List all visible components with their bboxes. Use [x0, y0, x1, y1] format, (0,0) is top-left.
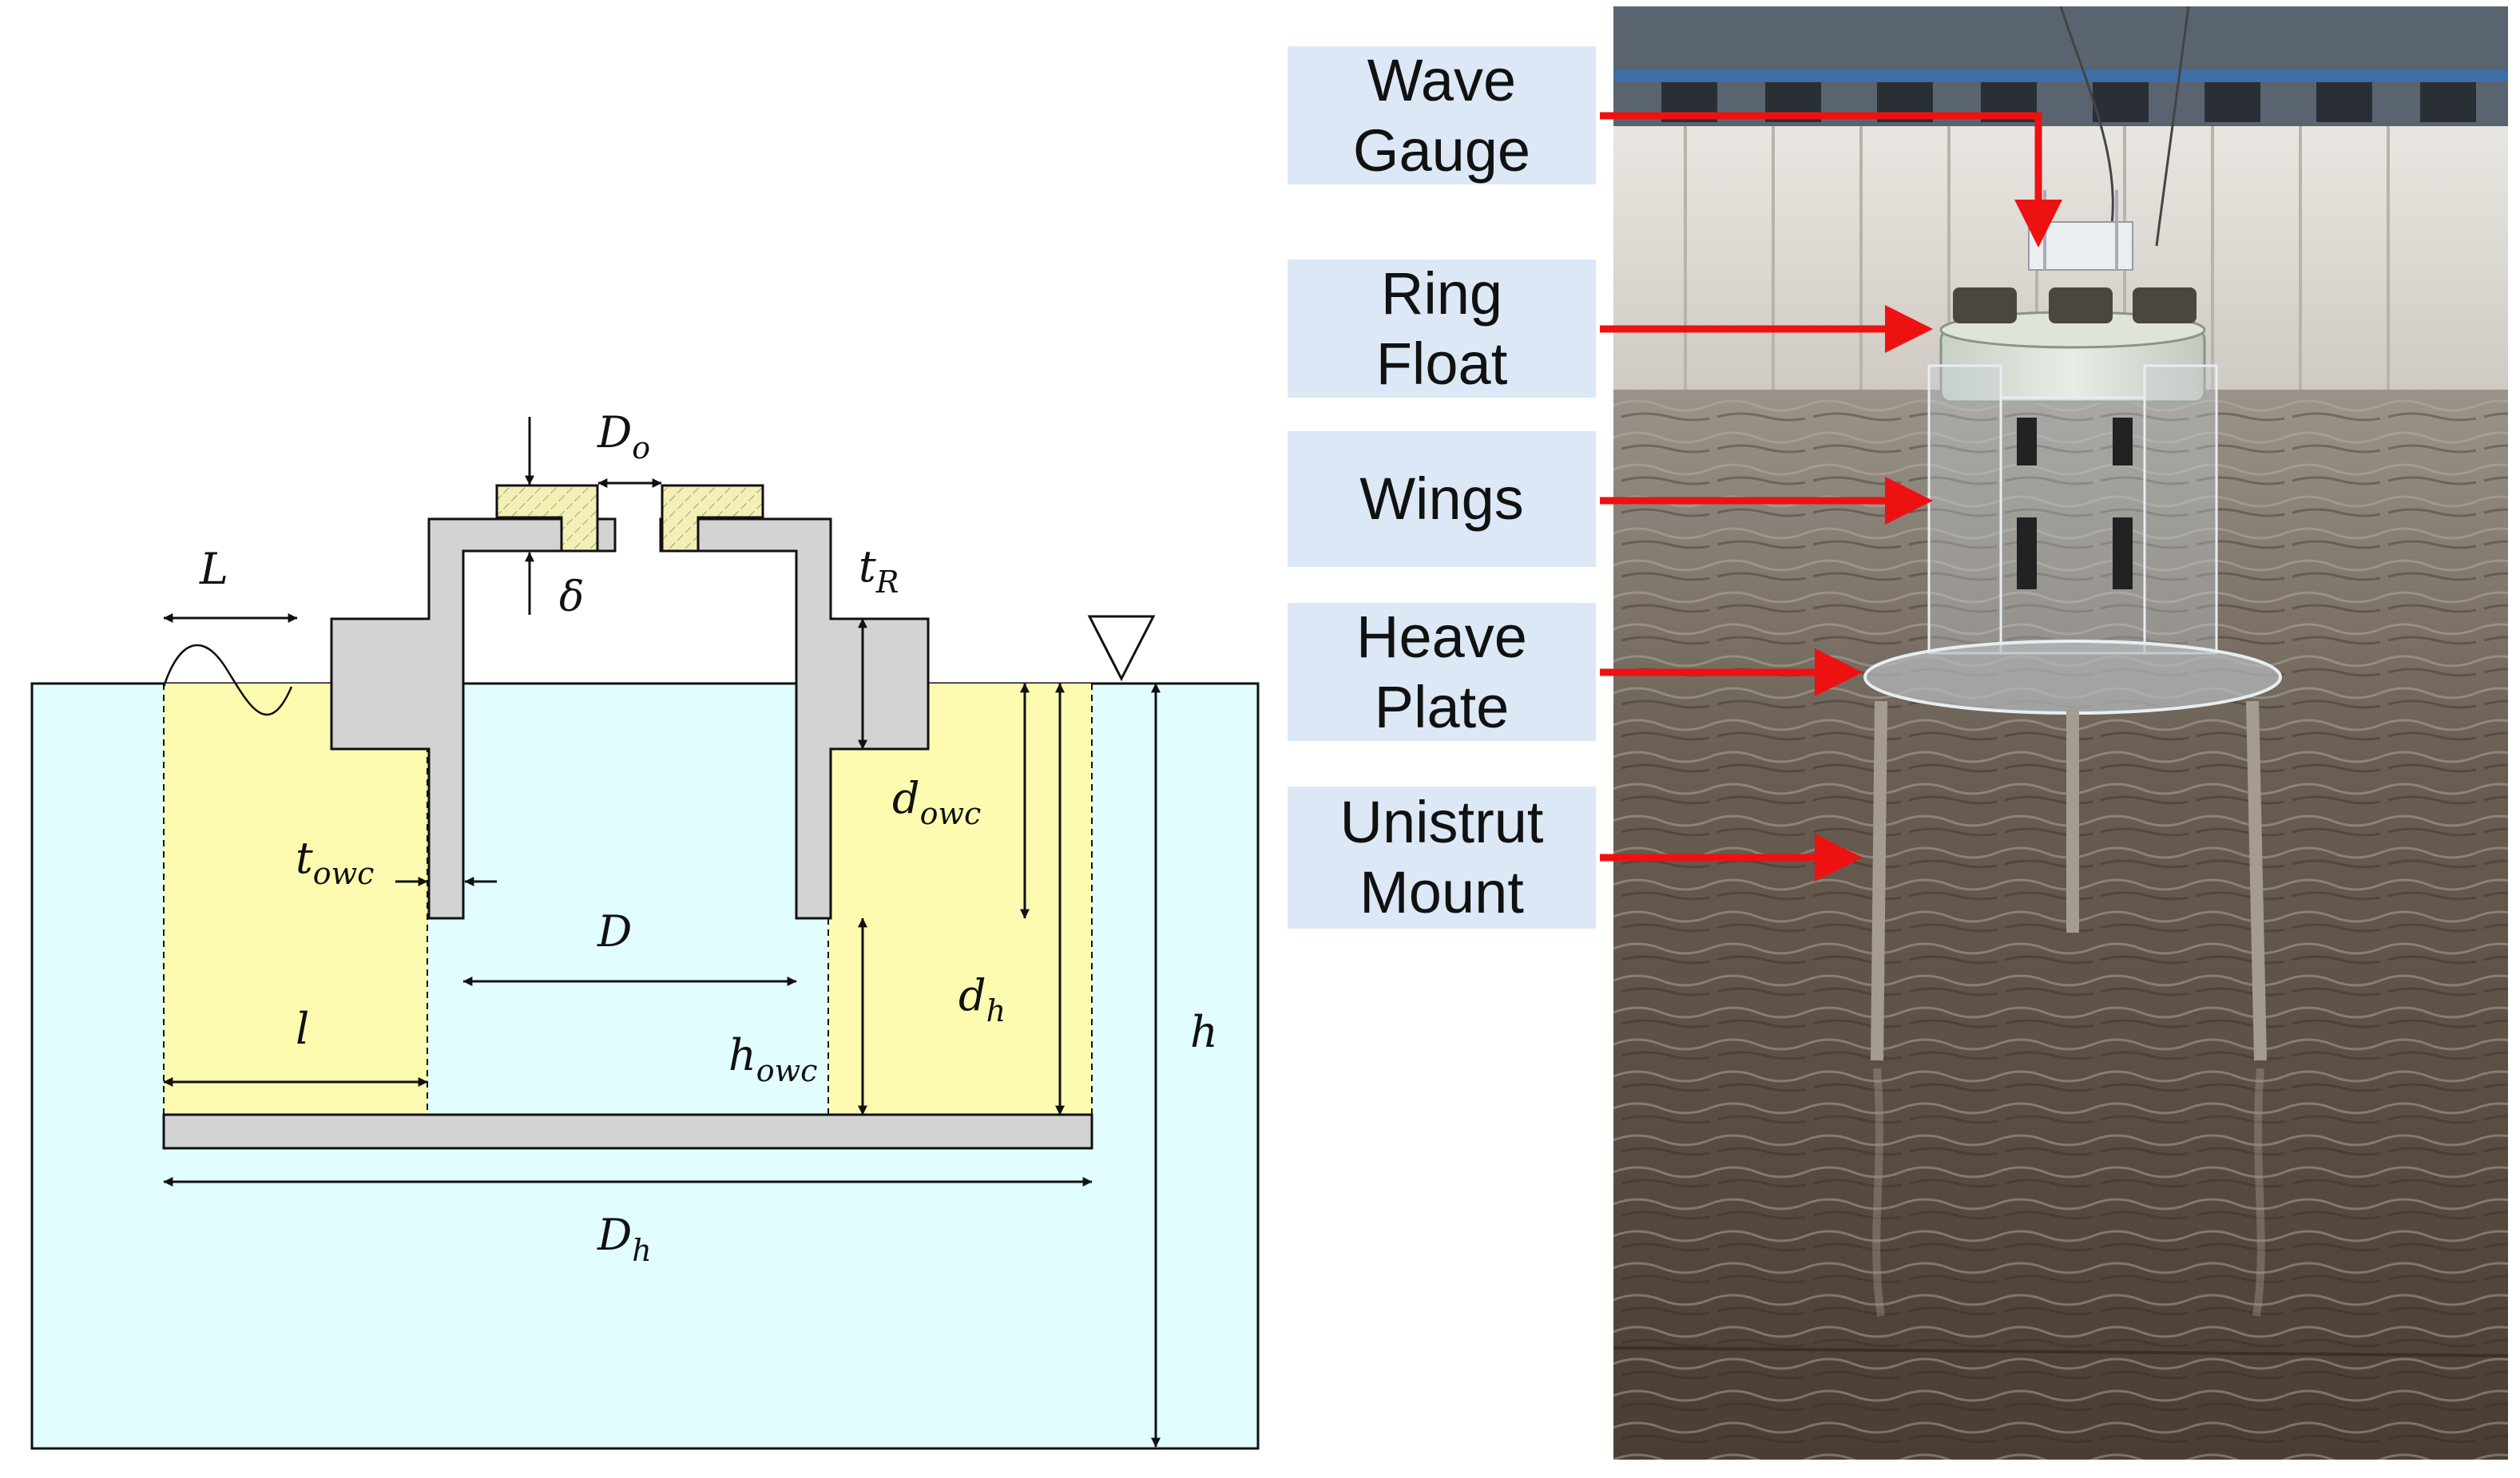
photo-ceiling — [1613, 6, 2508, 126]
gauge-cables — [2059, 6, 2190, 247]
ring-float-dashed-outline — [163, 684, 1093, 1115]
heave-plate — [162, 1113, 1093, 1150]
wings — [1927, 364, 2218, 655]
owc-schematic: L Do δ tR towc dowc D dh l howc h Dh — [30, 407, 1260, 1450]
label-heave-plate-diameter: Dh — [597, 1210, 652, 1268]
label-owc-clearance: howc — [728, 1030, 817, 1088]
label-gap: δ — [559, 573, 584, 621]
owc-structure-left — [330, 517, 617, 920]
ring-float-left — [164, 684, 427, 1115]
orifice-cap-right — [661, 484, 764, 553]
label-water-depth: h — [1190, 1007, 1218, 1057]
label-ring-thickness: tR — [859, 541, 899, 600]
photo-water-ripples — [1613, 390, 2508, 1460]
ring-float — [1939, 287, 2206, 403]
label-owc-draft: dowc — [892, 773, 981, 831]
tank-floor-seam — [1613, 1346, 2508, 1357]
orifice-cap-left — [495, 484, 599, 553]
unistrut-legs — [1871, 700, 2267, 1061]
incident-wave — [162, 644, 293, 716]
experiment-photo — [1613, 6, 2508, 1460]
wing-sensors — [2017, 418, 2133, 589]
label-wings: Wings — [1288, 431, 1596, 567]
unistrut-reflections — [1872, 1068, 2265, 1317]
label-heave-plate-depth: dh — [958, 970, 1006, 1028]
label-owc-wall-thickness: towc — [296, 833, 374, 891]
label-orifice-diameter: Do — [597, 407, 650, 466]
free-surface-symbol — [1087, 615, 1156, 682]
label-owc-diameter: D — [597, 906, 632, 957]
heave-plate-disc — [1863, 640, 2282, 715]
label-ring-width: l — [296, 1004, 309, 1054]
label-wavelength: L — [199, 544, 228, 594]
ring-float-right — [828, 684, 1092, 1115]
